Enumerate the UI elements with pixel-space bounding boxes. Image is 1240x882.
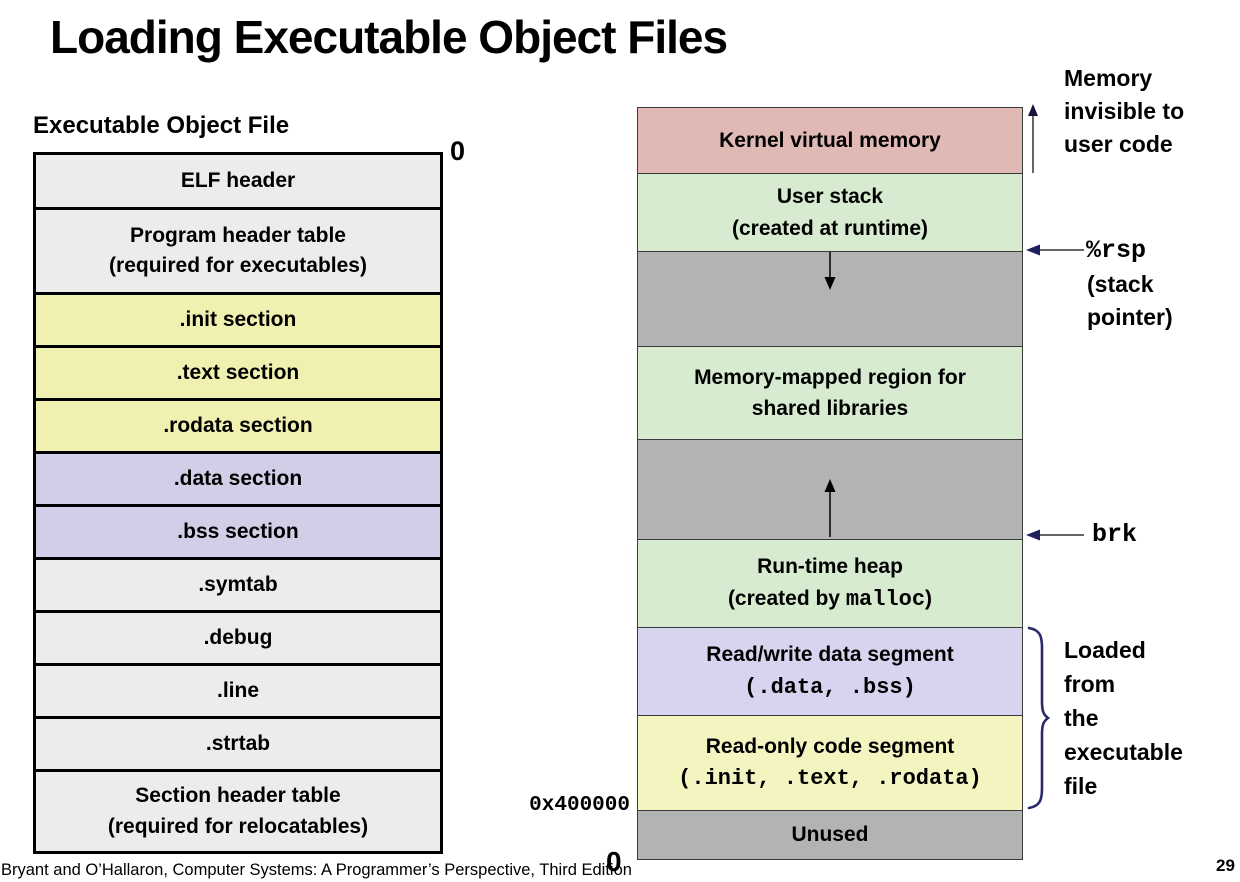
page-title: Loading Executable Object Files — [50, 11, 728, 63]
brk-label: brk — [1092, 520, 1138, 549]
memory-invisible-up-arrow-icon — [1028, 104, 1038, 173]
file-row-rodata-section: .rodata section — [36, 398, 440, 451]
file-row-elf-header: ELF header — [36, 155, 440, 207]
region-user-stack: User stack (created at runtime) — [638, 173, 1022, 251]
file-row-section-header: Section header table (required for reloc… — [36, 769, 440, 851]
stack-grows-down-arrow-icon — [824, 252, 836, 290]
loaded-segments-brace-icon — [1027, 626, 1050, 810]
region-memory-mapped: Memory-mapped region for shared librarie… — [638, 346, 1022, 439]
region-label: (created by malloc) — [727, 586, 933, 612]
address-zero-label: 0 — [606, 846, 622, 877]
file-top-offset-label: 0 — [450, 136, 466, 166]
region-label: Memory-mapped region for — [694, 365, 966, 389]
region-label: Kernel virtual memory — [719, 128, 941, 152]
region-label: Unused — [791, 823, 869, 847]
rsp-pointer-arrow-icon — [1026, 244, 1084, 256]
rsp-register-label: %rsp — [1086, 236, 1147, 265]
region-label: (.init, .text, .rodata) — [678, 766, 982, 792]
file-row-text-section: .text section — [36, 345, 440, 398]
page-number: 29 — [1216, 856, 1235, 875]
region-label: Run-time heap — [757, 555, 903, 579]
region-read-write-segment: Read/write data segment (.data, .bss) — [638, 627, 1022, 715]
region-runtime-heap: Run-time heap (created by malloc) — [638, 539, 1022, 627]
file-row-strtab: .strtab — [36, 716, 440, 769]
file-row-data-section: .data section — [36, 451, 440, 504]
stack-pointer-caption: (stack pointer) — [1087, 271, 1173, 330]
region-label: User stack — [776, 185, 884, 208]
region-read-only-segment: Read-only code segment (.init, .text, .r… — [638, 715, 1022, 810]
region-label: (created at runtime) — [731, 216, 929, 240]
file-row-symtab: .symtab — [36, 557, 440, 610]
file-row-debug: .debug — [36, 610, 440, 663]
footer-citation: Bryant and O’Hallaron, Computer Systems:… — [1, 861, 632, 879]
region-label: (.data, .bss) — [744, 674, 916, 700]
region-kernel-virtual-memory: Kernel virtual memory — [638, 108, 1022, 173]
region-unused: Unused — [638, 810, 1022, 859]
file-row-program-header: Program header table (required for execu… — [36, 207, 440, 292]
file-row-line: .line — [36, 663, 440, 716]
loaded-from-file-label: Loaded from the executable file — [1064, 637, 1183, 799]
heap-grows-up-arrow-icon — [824, 479, 836, 537]
file-diagram-heading: Executable Object File — [33, 112, 290, 139]
brk-pointer-arrow-icon — [1026, 529, 1084, 541]
address-0x400000-label: 0x400000 — [529, 794, 630, 817]
memory-invisible-label: Memory invisible to user code — [1064, 65, 1185, 157]
region-label: shared libraries — [751, 397, 909, 420]
file-row-init-section: .init section — [36, 292, 440, 345]
region-label: Read-only code segment — [705, 734, 955, 758]
executable-object-file-diagram: ELF header Program header table (require… — [33, 152, 443, 854]
region-label: Read/write data segment — [706, 643, 954, 667]
file-row-bss-section: .bss section — [36, 504, 440, 557]
